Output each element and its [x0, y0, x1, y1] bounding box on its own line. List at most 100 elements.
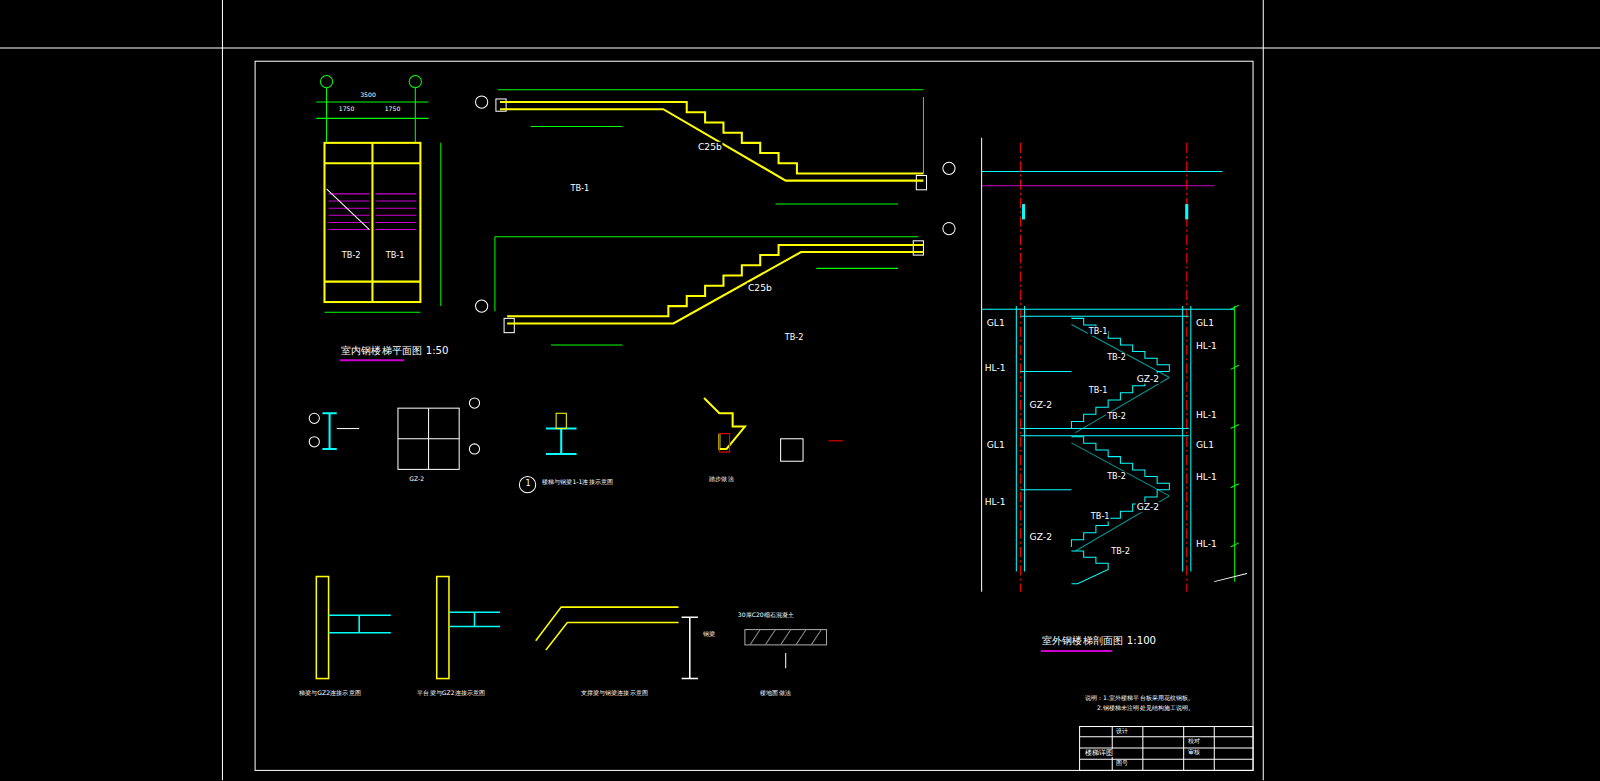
- cad-line: [1183, 727, 1184, 771]
- cad-line: [1020, 143, 1021, 592]
- cad-path: [1231, 305, 1239, 547]
- cad-path: [500, 109, 923, 180]
- cad-circle: [943, 222, 955, 234]
- detail-title: GZ-2: [408, 476, 425, 483]
- part-name: TB-2: [1106, 471, 1127, 480]
- cad-rect: [556, 413, 566, 428]
- cad-line: [329, 229, 370, 230]
- cad-line: [327, 189, 370, 230]
- cad-circle: [320, 76, 332, 88]
- cad-path: [1071, 437, 1169, 490]
- member-name: GZ-2: [1136, 373, 1160, 384]
- part-name: TB-1: [385, 251, 406, 260]
- part-name: TB-2: [1106, 353, 1127, 362]
- cad-line: [329, 215, 370, 216]
- cad-line: [1022, 204, 1025, 219]
- cad-line: [415, 88, 416, 143]
- cad-line: [1263, 0, 1264, 781]
- cad-rect: [255, 61, 1253, 770]
- cad-circle: [476, 300, 488, 312]
- member-name: HL-1: [984, 497, 1007, 508]
- dimension: 1750: [338, 106, 356, 113]
- member-name: GL1: [986, 317, 1006, 328]
- cad-path: [449, 612, 500, 626]
- cad-line: [1214, 727, 1215, 771]
- part-name: TB-1: [1088, 327, 1109, 336]
- cad-line: [337, 428, 359, 429]
- detail-title: 梯梁与GZ2连接示意图: [298, 690, 362, 697]
- member-name: HL-1: [1195, 539, 1218, 550]
- detail-title: 平台梁与GZ2连接示意图: [416, 690, 486, 697]
- cad-line: [326, 88, 327, 143]
- cad-line: [440, 143, 441, 306]
- cad-line: [316, 102, 428, 103]
- cad-path: [1071, 318, 1169, 371]
- cad-line: [494, 237, 495, 311]
- member-name: HL-1: [1195, 341, 1218, 352]
- member-name: HL-1: [1195, 410, 1218, 421]
- cad-path: [750, 630, 821, 645]
- cad-circle: [469, 444, 479, 454]
- cad-line: [982, 309, 1235, 310]
- cad-rect: [745, 630, 827, 645]
- detail-title: 踏步做法: [708, 476, 735, 483]
- cad-rect: [398, 408, 459, 469]
- cad-path: [536, 607, 679, 650]
- cad-line: [776, 204, 898, 205]
- part-name: TB-2: [1110, 547, 1131, 556]
- stair-plan: [316, 76, 440, 361]
- note-text: 2.钢楼梯未注明处见结构施工说明。: [1096, 705, 1196, 712]
- title-block-cell: 设计: [1115, 728, 1129, 735]
- bottom-details: [316, 577, 826, 679]
- member-name: GL1: [1195, 440, 1215, 451]
- cad-line: [1234, 306, 1235, 582]
- cad-line: [982, 185, 1215, 186]
- cad-line: [324, 281, 420, 283]
- cad-line: [1020, 428, 1188, 429]
- cad-line: [923, 97, 924, 174]
- cad-line: [376, 193, 417, 194]
- part-name: 钢梁: [702, 631, 716, 638]
- cad-circle: [476, 96, 488, 108]
- title-block-cell: 图号: [1115, 760, 1129, 767]
- note-text: 说明：1.室外楼梯平台板采用花纹钢板。: [1084, 695, 1196, 702]
- section-name: C25b: [747, 283, 773, 294]
- cad-line: [222, 0, 223, 781]
- part-name: TB-2: [341, 251, 362, 260]
- cad-rect: [316, 577, 328, 679]
- dimension: 1750: [384, 106, 402, 113]
- cad-circle: [409, 76, 421, 88]
- stair-section: [982, 138, 1247, 651]
- cad-rect: [324, 143, 420, 302]
- member-name: GL1: [986, 440, 1006, 451]
- cad-path: [1071, 551, 1108, 584]
- cad-line: [1020, 371, 1071, 372]
- cad-line: [1186, 143, 1187, 592]
- cad-rect: [437, 577, 449, 679]
- cad-line: [1080, 759, 1253, 760]
- cad-line: [1020, 489, 1071, 490]
- cad-path: [507, 252, 923, 323]
- member-name: GZ-2: [1029, 400, 1053, 411]
- cad-line: [376, 222, 417, 223]
- cad-line: [816, 268, 898, 269]
- cad-line: [981, 138, 982, 592]
- cad-line: [371, 143, 373, 302]
- member-name: GZ-2: [1029, 532, 1053, 543]
- title-block-cell: 楼梯详图: [1084, 749, 1115, 757]
- detail-title: 楼地面做法: [759, 690, 792, 697]
- member-name: GZ-2: [1136, 502, 1160, 513]
- cad-line: [329, 222, 370, 223]
- cad-line: [1020, 435, 1188, 436]
- note-text: 30厚C20细石混凝土: [737, 612, 796, 619]
- view-title: 室内钢楼梯平面图 1:50: [340, 345, 450, 357]
- connection-details: [309, 398, 843, 493]
- cad-line: [1185, 204, 1188, 219]
- cad-line: [1080, 736, 1253, 737]
- cad-line: [531, 126, 623, 127]
- title-block-cell: 校对: [1187, 738, 1201, 745]
- part-name: TB-2: [784, 333, 805, 342]
